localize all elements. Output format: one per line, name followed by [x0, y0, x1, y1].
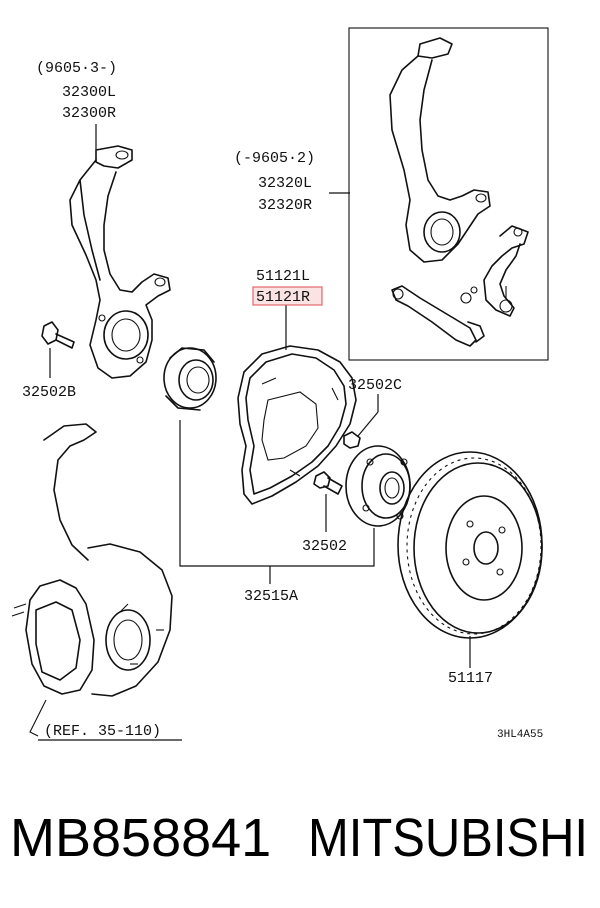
brake-rotor — [397, 451, 543, 668]
highlight-51121r — [252, 286, 323, 306]
label-knuckle-note: (9605·3-) — [36, 60, 117, 77]
label-51117: 51117 — [448, 670, 493, 687]
inset-box — [329, 27, 549, 361]
label-32515a: 32515A — [244, 588, 298, 605]
caliper-assembly — [11, 423, 182, 741]
bolt-32502 — [313, 471, 343, 532]
label-diagram-code: 3HL4A55 — [497, 729, 543, 741]
label-32502c: 32502C — [348, 377, 402, 394]
label-32502b: 32502B — [22, 384, 76, 401]
label-32502: 32502 — [302, 538, 347, 555]
footer-brand: MITSUBISHI — [308, 808, 588, 868]
steering-knuckle — [69, 145, 171, 379]
label-51121r: 51121R — [256, 289, 310, 306]
label-32320r: 32320R — [258, 197, 312, 214]
label-inset-note: (-9605·2) — [234, 150, 315, 167]
wheel-bearing — [163, 347, 217, 411]
label-ref: (REF. 35-110) — [44, 723, 161, 740]
label-51121l: 51121L — [256, 268, 310, 285]
label-32320l: 32320L — [258, 175, 312, 192]
bolt-32502c — [343, 394, 379, 449]
label-32300r: 32300R — [62, 105, 116, 122]
footer-part-number: MB858841 — [10, 808, 271, 868]
label-32300l: 32300L — [62, 84, 116, 101]
dust-shield — [237, 305, 357, 505]
bolt-32502b — [41, 321, 75, 378]
hub-assembly-bracket — [179, 420, 375, 584]
wheel-hub — [345, 445, 411, 527]
